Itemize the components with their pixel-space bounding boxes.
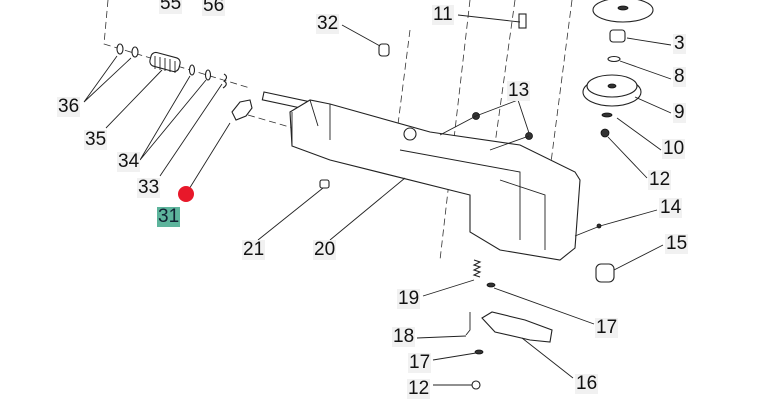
bushing bbox=[403, 127, 417, 141]
callout-13[interactable]: 13 bbox=[507, 80, 531, 101]
bolt-11 bbox=[518, 13, 527, 29]
callout-16[interactable]: 16 bbox=[575, 373, 599, 394]
callout-36[interactable]: 36 bbox=[57, 96, 81, 117]
callout-10[interactable]: 10 bbox=[662, 138, 686, 159]
callout-55[interactable]: 55 bbox=[159, 0, 183, 14]
washer-10 bbox=[601, 112, 613, 118]
callout-12[interactable]: 12 bbox=[407, 378, 431, 399]
callout-12[interactable]: 12 bbox=[648, 169, 672, 190]
marker-dot bbox=[178, 186, 194, 202]
washer-34 bbox=[188, 64, 212, 81]
washer-17 bbox=[474, 349, 484, 355]
guide-line bbox=[549, 0, 573, 171]
callout-34[interactable]: 34 bbox=[117, 151, 141, 172]
pedal-16 bbox=[481, 311, 553, 343]
clip-33 bbox=[222, 73, 228, 89]
washer-36 bbox=[116, 43, 139, 58]
nut-12 bbox=[600, 128, 610, 138]
nut-21 bbox=[319, 179, 330, 189]
spring-19 bbox=[472, 259, 482, 278]
guide-line bbox=[395, 29, 411, 141]
callout-11[interactable]: 11 bbox=[432, 4, 454, 25]
guide-line bbox=[439, 0, 471, 261]
callout-17[interactable]: 17 bbox=[595, 317, 619, 338]
cam-31 bbox=[231, 99, 253, 121]
callout-35[interactable]: 35 bbox=[84, 129, 108, 150]
callout-20[interactable]: 20 bbox=[313, 239, 337, 260]
callout-21[interactable]: 21 bbox=[242, 239, 266, 260]
pulley-top bbox=[592, 0, 654, 23]
callout-33[interactable]: 33 bbox=[137, 177, 161, 198]
callout-15[interactable]: 15 bbox=[665, 233, 689, 254]
callout-56[interactable]: 56 bbox=[202, 0, 226, 16]
leader-lines bbox=[83, 14, 672, 386]
callout-31-highlighted[interactable]: 31 bbox=[157, 206, 181, 227]
callout-19[interactable]: 19 bbox=[397, 288, 421, 309]
callout-8[interactable]: 8 bbox=[673, 66, 686, 87]
bushing-15 bbox=[595, 263, 615, 283]
callout-18[interactable]: 18 bbox=[392, 326, 416, 347]
callout-32[interactable]: 32 bbox=[316, 13, 340, 34]
guide-line bbox=[103, 0, 251, 89]
washer-17 bbox=[486, 282, 496, 288]
bolt-32 bbox=[378, 43, 390, 57]
washer-8 bbox=[607, 55, 621, 63]
callout-3[interactable]: 3 bbox=[673, 33, 686, 54]
frame-20 bbox=[289, 99, 581, 261]
pulley-9 bbox=[582, 74, 642, 107]
nut-12 bbox=[471, 380, 481, 390]
rod-18 bbox=[465, 312, 471, 336]
callout-17[interactable]: 17 bbox=[408, 352, 432, 373]
guide-line bbox=[489, 0, 516, 181]
callout-9[interactable]: 9 bbox=[673, 102, 686, 123]
spring-35 bbox=[149, 51, 181, 73]
callout-14[interactable]: 14 bbox=[659, 197, 683, 218]
spacer-3 bbox=[609, 29, 626, 43]
